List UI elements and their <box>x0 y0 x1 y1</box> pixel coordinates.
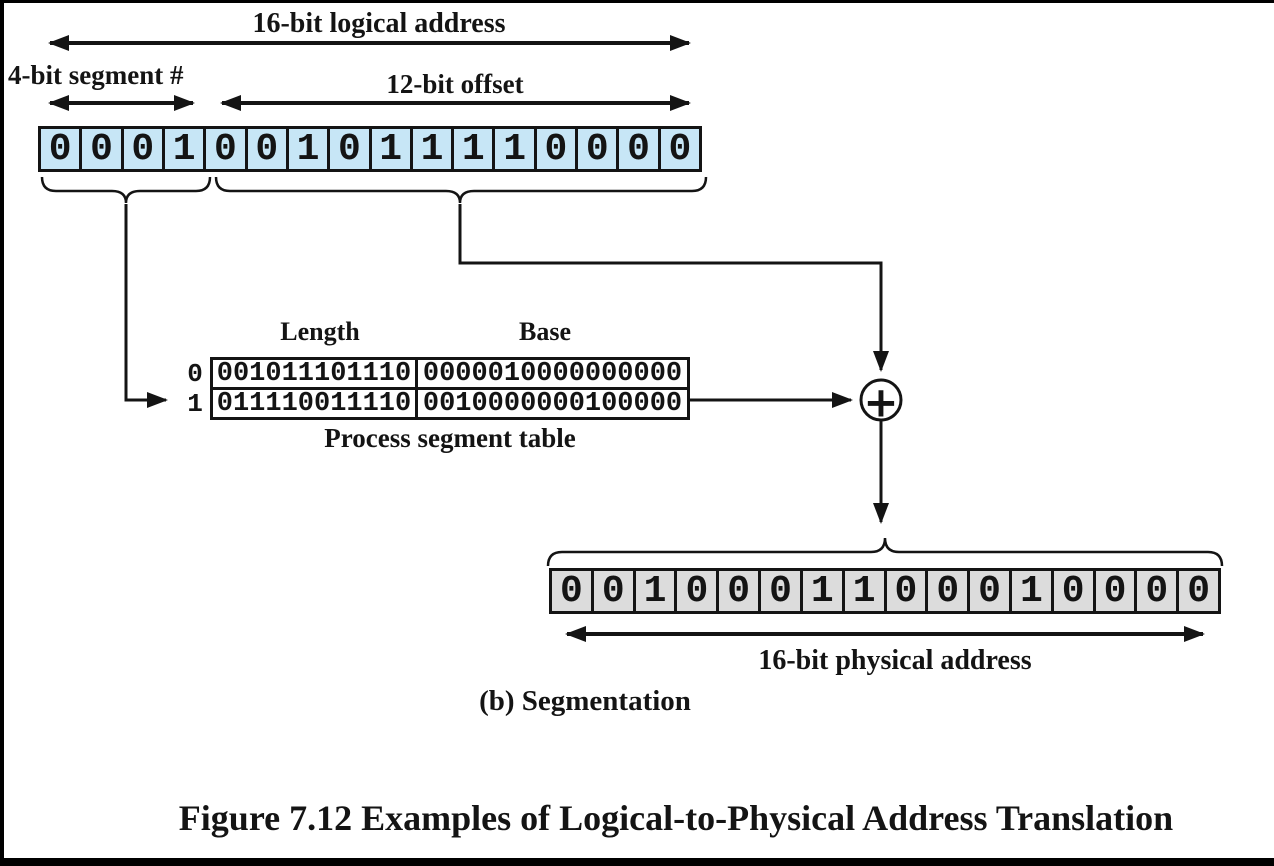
bit-cell: 0 <box>967 570 1009 613</box>
bit-cell: 0 <box>883 570 926 613</box>
bit-cell: 0 <box>925 570 967 613</box>
bit-cell: 0 <box>674 570 716 613</box>
logical-address-title: 16-bit logical address <box>252 8 506 39</box>
bit-cell: 0 <box>244 128 286 171</box>
bit-cell: 0 <box>590 570 633 613</box>
bit-cell: 0 <box>560 569 583 613</box>
segment-bits-brace <box>40 176 212 204</box>
offset-to-adder-wire <box>458 204 889 372</box>
bit-cell: 1 <box>368 128 410 171</box>
bit-cell: 1 <box>632 570 675 613</box>
adder-circle <box>859 378 903 422</box>
base-column-header: Base <box>519 317 571 346</box>
bit-cell: 1 <box>492 128 533 171</box>
process-segment-table: 001011101110 0000010000000000 0111100111… <box>210 357 690 420</box>
segment-0-base: 0000010000000000 <box>415 359 687 389</box>
bit-cell: 0 <box>758 570 800 613</box>
bit-cell: 0 <box>716 570 758 613</box>
sub-caption: (b) Segmentation <box>479 685 691 717</box>
bit-cell: 0 <box>79 128 120 171</box>
bit-cell: 0 <box>1050 570 1093 613</box>
bit-cell: 1 <box>799 570 842 613</box>
bit-cell: 0 <box>120 128 162 171</box>
bit-cell: 0 <box>533 128 575 171</box>
bit-cell: 1 <box>451 128 492 171</box>
bit-cell: 0 <box>575 128 616 171</box>
frame-top-edge <box>0 0 1274 3</box>
segment-to-table-wire <box>124 204 168 408</box>
physical-bits-brace <box>546 537 1224 567</box>
figure-title: Figure 7.12 Examples of Logical-to-Physi… <box>178 798 1174 838</box>
segment-table-caption: Process segment table <box>324 423 576 453</box>
segment-1-length: 011110011110 <box>216 388 412 419</box>
bit-cell: 0 <box>1134 570 1176 613</box>
bit-cell: 1 <box>161 128 203 171</box>
physical-address-title: 16-bit physical address <box>758 645 1032 676</box>
bit-cell: 0 <box>203 128 244 171</box>
adder-plus-icon: + <box>863 378 898 427</box>
segment-row-index-0: 0 <box>187 359 203 389</box>
bit-cell: 1 <box>285 128 327 171</box>
offset-bits-brace <box>214 176 708 204</box>
segment-number-label: 4-bit segment # <box>8 60 184 90</box>
bit-cell: 0 <box>1176 570 1218 613</box>
segment-table-row-0: 001011101110 0000010000000000 <box>213 358 687 389</box>
bit-cell: 1 <box>409 128 451 171</box>
segment-0-length: 001011101110 <box>216 358 412 389</box>
length-column-header: Length <box>280 317 360 346</box>
bit-cell: 1 <box>841 570 884 613</box>
frame-left-edge <box>0 0 4 866</box>
frame-bottom-edge <box>0 858 1274 866</box>
segment-row-index-1: 1 <box>187 389 203 419</box>
offset-label: 12-bit offset <box>386 69 524 99</box>
segment-1-base: 0010000000100000 <box>415 389 687 419</box>
bit-cell: 0 <box>616 128 657 171</box>
bit-cell: 0 <box>1092 570 1135 613</box>
segment-table-row-1: 011110011110 0010000000100000 <box>213 387 687 419</box>
bit-cell: 0 <box>48 127 72 171</box>
bit-cell: 0 <box>327 128 368 171</box>
bit-cell: 0 <box>657 128 699 171</box>
bit-cell: 1 <box>1008 570 1051 613</box>
